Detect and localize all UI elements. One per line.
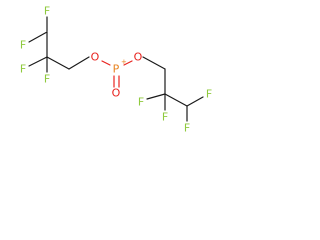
bond-c5-c6	[164, 93, 188, 107]
bond-oright-c4	[142, 56, 166, 70]
bond-c6-frc	[186, 96, 204, 107]
left-chain-bonds	[28, 16, 90, 73]
right-chain-bonds	[142, 56, 204, 122]
atom-f-left-a: F	[20, 63, 26, 76]
atom-f-top: F	[44, 5, 50, 18]
bond-oleft-p	[101, 60, 111, 66]
atom-f-right-c: F	[206, 88, 212, 101]
phosphate-bonds	[101, 60, 133, 88]
atom-f-left-upper: F	[20, 39, 26, 52]
atom-f-bottom: F	[184, 122, 190, 135]
bond-c2-fa	[28, 56, 48, 67]
atom-o-left: O	[91, 51, 100, 64]
atom-f-right-a: F	[138, 96, 144, 109]
atom-o-double: O	[112, 87, 121, 100]
atom-p-charge: +	[121, 58, 127, 66]
atom-f-left-b: F	[44, 73, 50, 86]
molecule-structure: F F F F O P + O O F F F F	[20, 5, 212, 135]
bond-c2-c3	[46, 56, 70, 70]
atom-labels: F F F F O P + O O F F F F	[20, 5, 212, 135]
bond-p-oright	[123, 60, 133, 66]
atom-p: P	[113, 63, 120, 76]
atom-o-right: O	[134, 51, 143, 64]
bond-c1-fleftupper	[28, 31, 48, 43]
atom-f-right-b: F	[162, 111, 168, 124]
bond-c5-fra	[146, 93, 166, 100]
bond-c3-oleft	[68, 56, 90, 70]
